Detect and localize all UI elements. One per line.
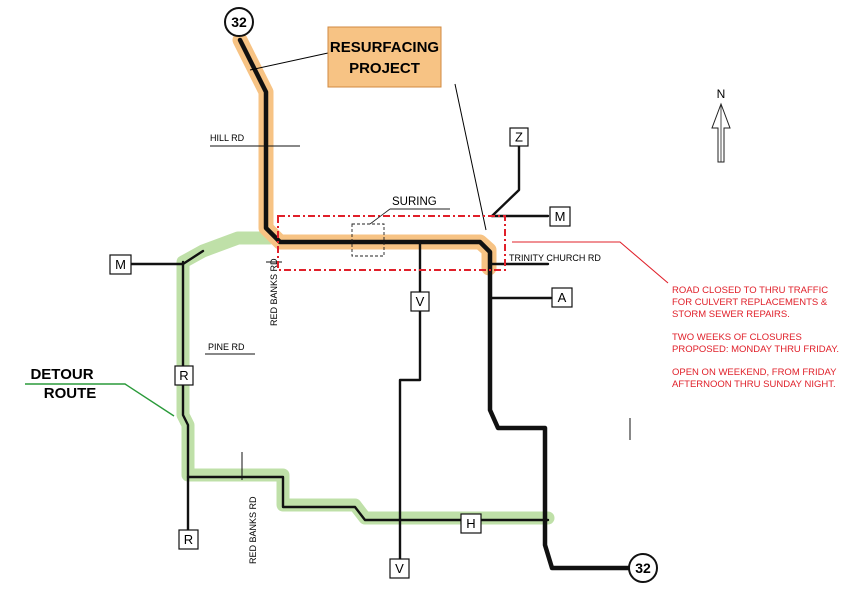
- pine-rd-label: PINE RD: [208, 342, 245, 352]
- closure-zone-box: [277, 215, 506, 271]
- suring-label: SURING: [392, 196, 437, 208]
- detour-label-line1: DETOUR: [30, 366, 93, 383]
- svg-text:N: N: [717, 87, 726, 101]
- callout-title-line2: PROJECT: [349, 60, 420, 77]
- note-line-2: FOR CULVERT REPLACEMENTS &: [672, 297, 828, 308]
- shield-v-north: V: [410, 291, 430, 312]
- note-line-5: PROPOSED: MONDAY THRU FRIDAY.: [672, 344, 839, 355]
- svg-text:H: H: [466, 516, 475, 531]
- red-banks-rd-south-label: RED BANKS RD: [248, 496, 258, 564]
- shield-r-north: R: [174, 365, 194, 386]
- note-line-7: AFTERNOON THRU SUNDAY NIGHT.: [672, 379, 836, 390]
- svg-text:32: 32: [231, 14, 247, 30]
- red-banks-rd-north-label: RED BANKS RD: [269, 258, 279, 326]
- svg-text:Z: Z: [515, 130, 523, 145]
- closure-note-leader: [512, 241, 669, 284]
- shield-v-south: V: [389, 558, 410, 579]
- svg-text:A: A: [558, 290, 567, 305]
- callout-leaders: [249, 52, 487, 231]
- closure-notes: ROAD CLOSED TO THRU TRAFFIC FOR CULVERT …: [672, 285, 839, 390]
- svg-text:R: R: [179, 368, 188, 383]
- note-line-1: ROAD CLOSED TO THRU TRAFFIC: [672, 285, 828, 296]
- shield-a: A: [551, 287, 573, 308]
- road-red-banks-south: [186, 475, 550, 522]
- hill-rd-label: HILL RD: [210, 133, 245, 143]
- svg-text:M: M: [115, 257, 126, 272]
- note-line-3: STORM SEWER REPAIRS.: [672, 309, 790, 320]
- svg-text:32: 32: [635, 560, 651, 576]
- road-v-south: [398, 309, 422, 562]
- note-line-6: OPEN ON WEEKEND, FROM FRIDAY: [672, 367, 837, 378]
- highway-32-path: [237, 37, 631, 571]
- svg-text:M: M: [555, 209, 566, 224]
- suring-town-box: [351, 223, 385, 257]
- resurfacing-callout-box: [327, 26, 442, 88]
- shield-m-west: M: [109, 254, 132, 275]
- shield-m-east: M: [549, 206, 571, 227]
- callout-title-line1: RESURFACING: [330, 39, 439, 56]
- suring-leader: [369, 208, 391, 225]
- detour-leader: [25, 383, 175, 417]
- trinity-church-rd-label: TRINITY CHURCH RD: [509, 253, 601, 263]
- shield-r-south: R: [178, 529, 199, 550]
- shield-z: Z: [509, 127, 529, 147]
- svg-text:R: R: [184, 532, 193, 547]
- detour-label-line2: ROUTE: [44, 385, 97, 402]
- road-z: [490, 144, 521, 218]
- svg-text:V: V: [395, 561, 404, 576]
- route-32-marker-north: 32: [224, 7, 254, 37]
- shield-h: H: [460, 513, 482, 534]
- svg-text:V: V: [416, 294, 425, 309]
- north-arrow: N: [711, 87, 731, 163]
- road-label-lines: [205, 145, 631, 480]
- note-line-4: TWO WEEKS OF CLOSURES: [672, 332, 802, 343]
- route-32-marker-south: 32: [628, 553, 658, 583]
